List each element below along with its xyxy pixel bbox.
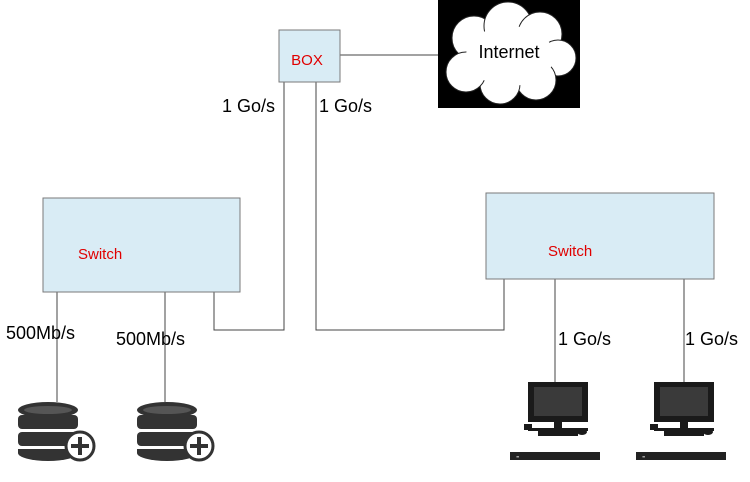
link-box-left-switch	[213, 82, 285, 331]
database-add-icon	[18, 402, 96, 462]
internet-node: Internet	[438, 0, 580, 108]
link-label-db1: 500Mb/s	[6, 323, 75, 343]
link-box-right-switch	[315, 82, 505, 331]
link-label-box-left: 1 Go/s	[222, 96, 275, 116]
box-node: BOX	[278, 29, 341, 83]
connection-lines	[56, 54, 685, 402]
computer-icon: ≡	[510, 382, 600, 460]
box-label: BOX	[291, 52, 323, 69]
link-label-pc2: 1 Go/s	[685, 329, 738, 349]
internet-label: Internet	[478, 42, 539, 62]
switch-right: Switch	[485, 192, 715, 280]
switch-left: Switch	[42, 197, 241, 293]
svg-text:≡: ≡	[642, 454, 645, 459]
link-label-box-right: 1 Go/s	[319, 96, 372, 116]
svg-text:≡: ≡	[516, 454, 519, 459]
switch-left-label: Switch	[78, 246, 122, 263]
cloud-icon	[445, 1, 577, 105]
link-label-db2: 500Mb/s	[116, 329, 185, 349]
switch-right-label: Switch	[548, 243, 592, 260]
computer-icon: ≡	[636, 382, 726, 460]
link-label-pc1: 1 Go/s	[558, 329, 611, 349]
database-add-icon	[137, 402, 215, 462]
